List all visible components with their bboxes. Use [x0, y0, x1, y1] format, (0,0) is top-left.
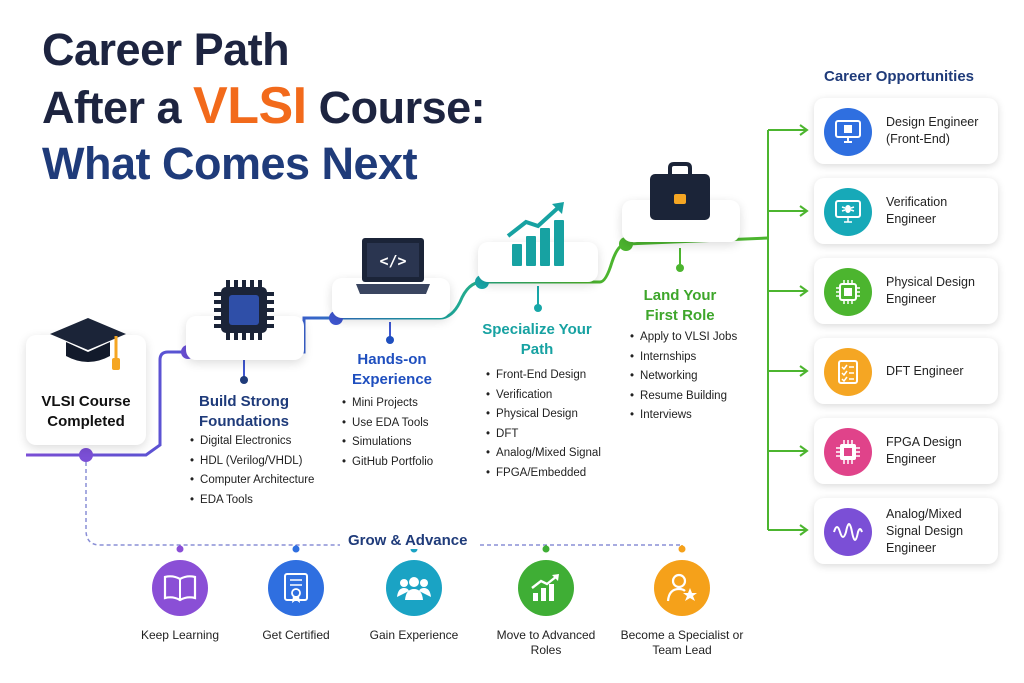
hands-on-title: Hands-on Experience — [351, 351, 433, 388]
grow-gain-experience: Gain Experience — [349, 560, 479, 643]
graduation-cap-icon — [48, 312, 128, 381]
grow-label: Move to Advanced Roles — [496, 628, 596, 657]
title-line-2-end: Course: — [306, 82, 486, 133]
fpga-chip-icon — [824, 428, 872, 476]
growth-chart-icon — [504, 200, 574, 275]
list-item: Physical Design — [486, 405, 601, 425]
grow-keep-learning: Keep Learning — [115, 560, 245, 643]
certificate-icon — [268, 560, 324, 616]
list-item: Apply to VLSI Jobs — [630, 328, 737, 348]
list-item: Internships — [630, 348, 737, 368]
grow-label: Get Certified — [262, 628, 330, 642]
circuit-chip-icon — [824, 268, 872, 316]
opportunity-physical-design-engineer[interactable]: Physical Design Engineer — [814, 258, 998, 324]
list-item: Analog/Mixed Signal — [486, 444, 601, 464]
career-path-line — [26, 236, 769, 457]
opportunity-label: Physical Design Engineer — [886, 275, 975, 306]
hands-on-list: Mini Projects Use EDA Tools Simulations … — [342, 394, 433, 472]
specialize-card — [478, 242, 598, 282]
grow-get-certified: Get Certified — [231, 560, 361, 643]
opportunity-label: DFT Engineer — [886, 363, 964, 378]
list-item: Verification — [486, 386, 601, 406]
checklist-icon — [824, 348, 872, 396]
opportunity-label: Analog/Mixed Signal Design Engineer — [886, 506, 964, 555]
start-label: VLSI Course Completed — [41, 393, 131, 430]
list-item: Use EDA Tools — [342, 414, 433, 434]
list-item: Mini Projects — [342, 394, 433, 414]
rising-chart-icon — [518, 560, 574, 616]
opportunity-fpga-design-engineer[interactable]: FPGA Design Engineer — [814, 418, 998, 484]
list-item: Interviews — [630, 406, 737, 426]
chip-icon — [212, 278, 276, 347]
first-role-list: Apply to VLSI Jobs Internships Networkin… — [630, 328, 737, 426]
opportunity-label: FPGA Design Engineer — [886, 435, 962, 466]
list-item: Simulations — [342, 433, 433, 453]
title-line-3: What Comes Next — [42, 138, 418, 189]
list-item: Resume Building — [630, 387, 737, 407]
svg-text:</>: </> — [379, 252, 406, 270]
opportunity-label: Design Engineer (Front-End) — [886, 115, 979, 146]
list-item: Digital Electronics — [190, 432, 314, 452]
opportunity-design-engineer[interactable]: Design Engineer (Front-End) — [814, 98, 998, 164]
opportunity-label: Verification Engineer — [886, 195, 948, 226]
node-start — [79, 448, 93, 462]
waveform-icon — [824, 508, 872, 556]
first-role-title: Land Your First Role — [643, 287, 717, 324]
list-item: Front-End Design — [486, 366, 601, 386]
grow-title: Grow & Advance — [344, 532, 472, 549]
list-item: EDA Tools — [190, 491, 314, 511]
leader-star-icon — [654, 560, 710, 616]
grow-advanced-roles: Move to Advanced Roles — [481, 560, 611, 658]
opportunity-verification-engineer[interactable]: Verification Engineer — [814, 178, 998, 244]
list-item: DFT — [486, 425, 601, 445]
opportunity-analog-mixed-signal[interactable]: Analog/Mixed Signal Design Engineer — [814, 498, 998, 564]
foundations-title: Build Strong Foundations — [199, 393, 289, 430]
list-item: GitHub Portfolio — [342, 453, 433, 473]
list-item: HDL (Verilog/VHDL) — [190, 452, 314, 472]
laptop-code-icon: </> — [356, 236, 436, 305]
monitor-chip-icon — [824, 108, 872, 156]
title-line-1: Career Path — [42, 24, 290, 75]
grow-specialist-lead: Become a Specialist or Team Lead — [617, 560, 747, 658]
specialize-list: Front-End Design Verification Physical D… — [486, 366, 601, 483]
foundations-list: Digital Electronics HDL (Verilog/VHDL) C… — [190, 432, 314, 510]
grow-markers — [176, 545, 686, 553]
specialize-title: Specialize Your Path — [482, 321, 592, 358]
monitor-bug-icon — [824, 188, 872, 236]
list-item: Computer Architecture — [190, 471, 314, 491]
opportunities-title: Career Opportunities — [824, 68, 975, 85]
grow-connector — [85, 462, 680, 546]
team-icon — [386, 560, 442, 616]
grow-label: Become a Specialist or Team Lead — [620, 628, 744, 657]
list-item: Networking — [630, 367, 737, 387]
title-highlight: VLSI — [193, 77, 307, 135]
opportunity-dft-engineer[interactable]: DFT Engineer — [814, 338, 998, 404]
briefcase-icon — [648, 162, 712, 229]
grow-label: Gain Experience — [369, 628, 459, 642]
book-icon — [152, 560, 208, 616]
list-item: FPGA/Embedded — [486, 464, 601, 484]
title-line-2-start: After a — [42, 82, 194, 133]
main-title: Career Path After a VLSI Course: What Co… — [42, 22, 486, 192]
grow-label: Keep Learning — [140, 628, 220, 642]
title-line-2: After a VLSI Course: — [42, 77, 486, 136]
